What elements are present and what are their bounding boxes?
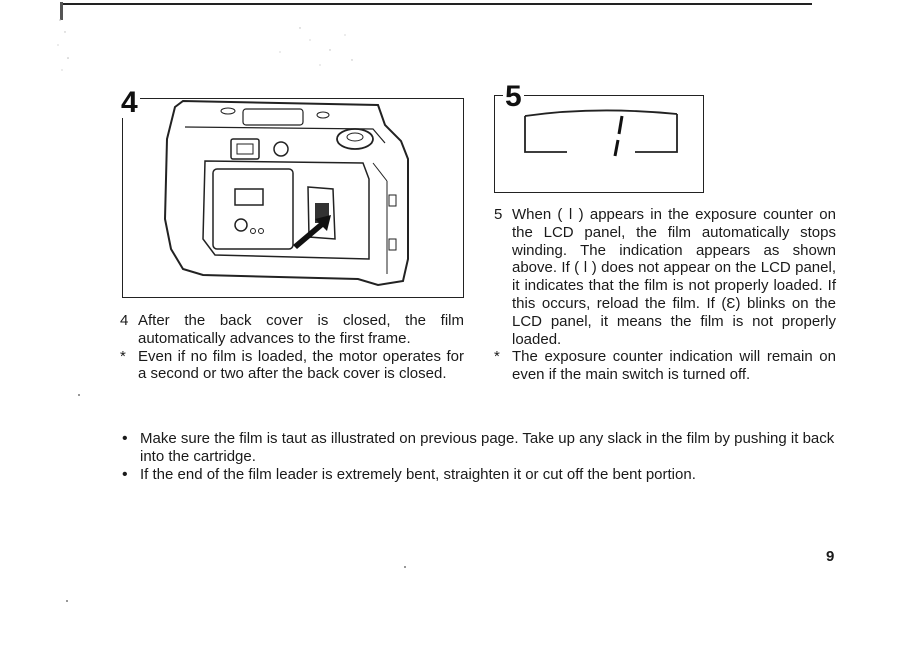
step-4: 4 After the back cover is closed, the fi… bbox=[120, 312, 464, 348]
page-number: 9 bbox=[826, 548, 835, 565]
bullet-item: • If the end of the film leader is extre… bbox=[122, 466, 838, 484]
bullet-notes: • Make sure the film is taut as illustra… bbox=[122, 430, 838, 483]
step-4-marker: 4 bbox=[120, 312, 129, 329]
step-5-note-text: The exposure counter indication will rem… bbox=[512, 348, 836, 384]
step-5-marker: 5 bbox=[494, 206, 503, 223]
bullet-symbol: • bbox=[122, 430, 128, 447]
bullet-symbol: • bbox=[122, 465, 128, 483]
figure-4-number: 4 bbox=[119, 86, 140, 119]
bullet-text: Make sure the film is taut as illustrate… bbox=[140, 430, 835, 465]
bullet-text: If the end of the film leader is extreme… bbox=[140, 465, 696, 483]
scan-speck bbox=[78, 394, 80, 396]
camera-back-illustration bbox=[163, 99, 409, 287]
top-rule bbox=[62, 3, 812, 5]
step-5-note: * The exposure counter indication will r… bbox=[494, 348, 836, 384]
lcd-panel-illustration bbox=[524, 109, 678, 157]
step-4-note: * Even if no film is loaded, the motor o… bbox=[120, 348, 464, 384]
step-5-note-marker: * bbox=[494, 348, 500, 366]
bullet-item: • Make sure the film is taut as illustra… bbox=[122, 430, 838, 466]
step-4-note-text: Even if no film is loaded, the motor ope… bbox=[138, 347, 464, 383]
step-4-text: After the back cover is closed, the film… bbox=[138, 312, 464, 347]
scan-speck bbox=[66, 600, 68, 602]
right-column-text: 5 When ( ǀ ) appears in the exposure cou… bbox=[494, 206, 836, 384]
figure-5-number: 5 bbox=[503, 80, 524, 113]
step-4-note-marker: * bbox=[120, 347, 126, 365]
scan-speck bbox=[404, 566, 406, 568]
step-5-text: When ( ǀ ) appears in the exposure count… bbox=[512, 206, 836, 348]
figure-4-camera-illustration: 4 bbox=[119, 88, 464, 298]
left-column-text: 4 After the back cover is closed, the fi… bbox=[120, 312, 464, 383]
step-5: 5 When ( ǀ ) appears in the exposure cou… bbox=[494, 206, 836, 348]
corner-mark bbox=[60, 2, 63, 20]
scan-noise bbox=[57, 19, 353, 71]
figure-5-lcd-illustration: 5 bbox=[494, 82, 704, 193]
